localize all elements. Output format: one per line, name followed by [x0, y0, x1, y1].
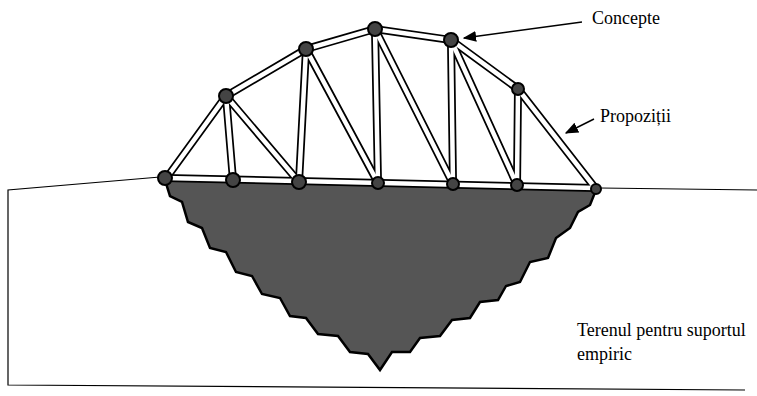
empirical-ground — [165, 180, 596, 370]
callout-label: Propoziții — [600, 104, 750, 128]
truss-bars — [165, 29, 596, 189]
leader-arrows — [464, 22, 594, 133]
truss-joints — [158, 22, 601, 194]
callout-label: Terenul pentru suportul empiric — [577, 318, 747, 366]
callout-label: Concepte — [592, 6, 742, 30]
ground-outline — [8, 177, 757, 390]
